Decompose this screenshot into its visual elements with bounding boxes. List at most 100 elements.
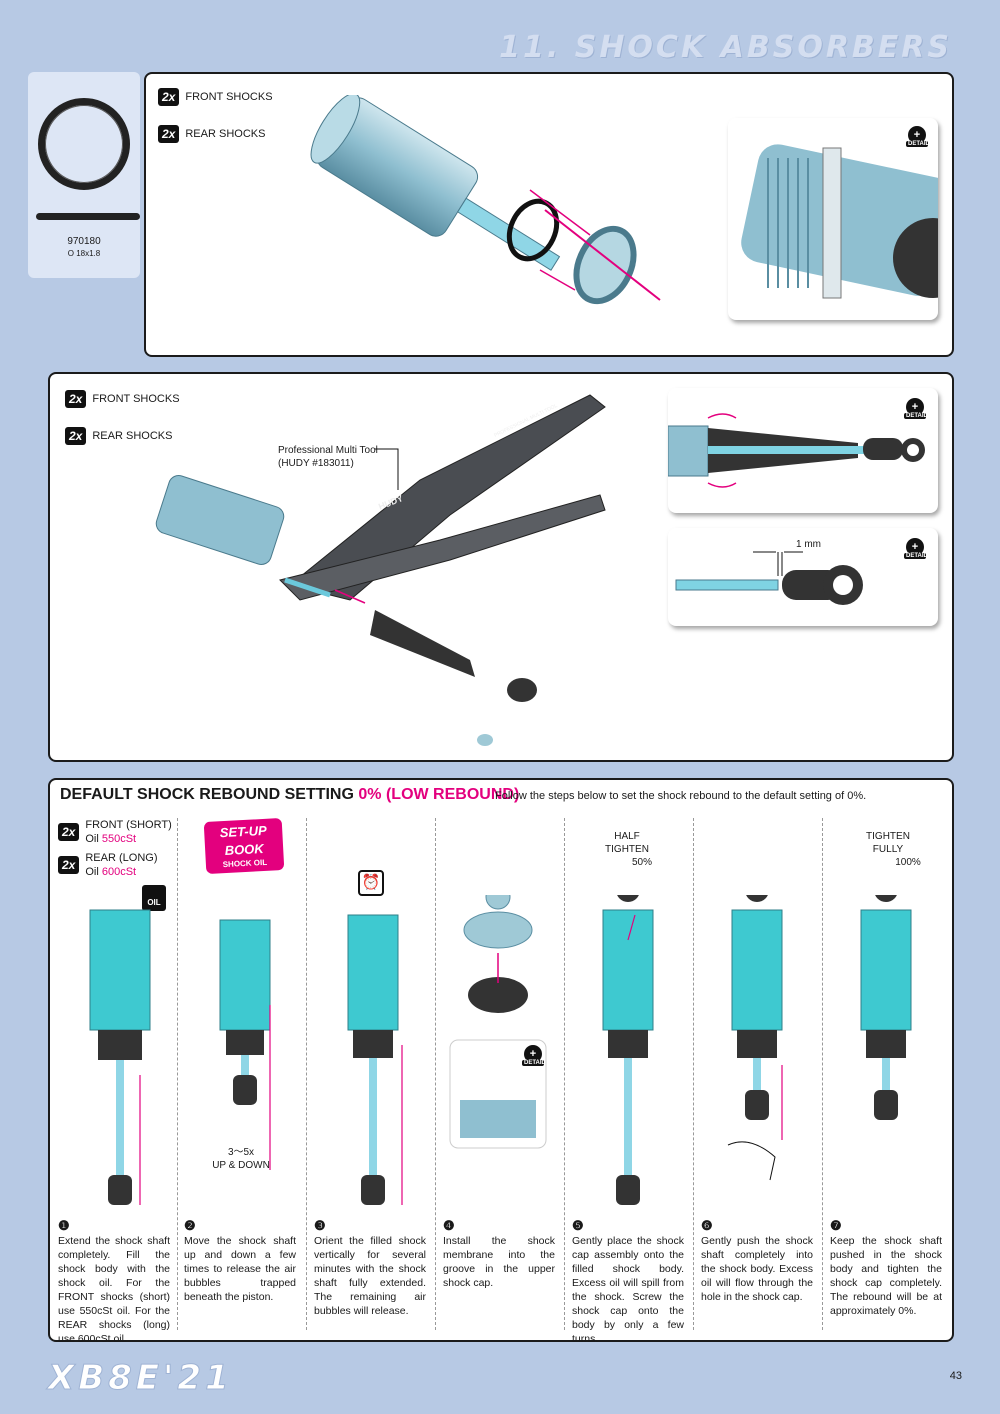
step-3: ❸ Orient the filled shock vertically for… <box>314 1218 426 1318</box>
rear-shocks-label: REAR SHOCKS <box>185 128 266 140</box>
qty-badge: 2x <box>58 823 80 841</box>
tool-name: Professional Multi Tool <box>278 445 378 456</box>
step-number: ❺ <box>572 1218 584 1233</box>
step-1: ❶ Extend the shock shaft completely. Fil… <box>58 1218 170 1346</box>
qty-badge: 2x <box>58 856 80 874</box>
tighten-fully-pct: 100% <box>895 857 921 868</box>
rebound-title-main: DEFAULT SHOCK REBOUND SETTING <box>60 786 354 803</box>
step-text: Gently place the shock cap assembly onto… <box>572 1235 684 1345</box>
step-4: ❹ Install the shock membrane into the gr… <box>443 1218 555 1290</box>
shock-step-4 <box>449 895 547 1149</box>
qty-rear-row: 2x REAR SHOCKS <box>158 125 265 143</box>
step-number: ❹ <box>443 1218 455 1233</box>
tool-callout: Professional Multi Tool (HUDY #183011) <box>278 444 378 470</box>
detail-label: DETAIL <box>906 141 930 147</box>
qty-front-row: 2x FRONT SHOCKS <box>65 390 180 408</box>
xb8e-logo: XB8E'21 <box>48 1358 233 1399</box>
shock-step-2 <box>219 919 271 1170</box>
gap-detail-illustration <box>675 551 863 605</box>
collar-detail-illustration <box>741 144 938 299</box>
step-7: ❼ Keep the shock shaft pushed in the sho… <box>830 1218 942 1318</box>
detail-icon: + DETAIL <box>522 1045 546 1066</box>
detail-label: DETAIL <box>522 1060 546 1066</box>
step-number: ❼ <box>830 1218 842 1233</box>
detail-box-boot: + DETAIL <box>668 388 938 513</box>
rebound-title-value: 0% (LOW REBOUND) <box>358 786 520 803</box>
tighten-fully-text: TIGHTEN FULLY <box>866 831 910 855</box>
half-tighten-text: HALF TIGHTEN <box>605 831 649 855</box>
magnifier-icon: + <box>524 1045 542 1063</box>
oil-icon: OIL <box>142 885 166 911</box>
step-text: Install the shock membrane into the groo… <box>443 1235 555 1289</box>
magnifier-icon: + <box>906 398 924 416</box>
shock-step-7 <box>860 895 912 1120</box>
column-divider <box>822 818 823 1330</box>
detail-label: DETAIL <box>904 553 928 559</box>
detail-label: DETAIL <box>904 413 928 419</box>
rear-long-label: REAR (LONG) <box>85 852 158 864</box>
qty-badge: 2x <box>158 88 180 106</box>
column-divider <box>693 818 694 1330</box>
oil-rear-row: 2x REAR (LONG) Oil 600cSt <box>58 851 157 879</box>
o-ring-side-image <box>36 213 140 220</box>
column-divider <box>177 818 178 1330</box>
step-2: ❷ Move the shock shaft up and down a few… <box>184 1218 296 1304</box>
step-6: ❻ Gently push the shock shaft completely… <box>701 1218 813 1304</box>
step-number: ❶ <box>58 1218 70 1233</box>
oil-prefix: Oil <box>85 866 102 878</box>
step-text: Orient the filled shock vertically for s… <box>314 1235 426 1317</box>
detail-icon: + DETAIL <box>904 398 928 419</box>
shock-step-6 <box>727 895 783 1181</box>
updown-count: 3～5x <box>227 1147 255 1158</box>
updown-label: 3～5x UP & DOWN <box>207 1146 275 1172</box>
front-shocks-label: FRONT SHOCKS <box>185 91 273 103</box>
part-number: 970180 <box>67 236 101 247</box>
step-number: ❻ <box>701 1218 713 1233</box>
setup-book-badge: SET-UP BOOK SHOCK OIL <box>203 817 285 875</box>
clock-icon: ⏰ <box>358 870 384 896</box>
half-tighten-pct: 50% <box>631 857 652 868</box>
column-divider <box>564 818 565 1330</box>
step-text: Gently push the shock shaft completely i… <box>701 1235 813 1303</box>
shock-step-3 <box>347 914 403 1205</box>
step-text: Extend the shock shaft completely. Fill … <box>58 1235 170 1345</box>
gap-label: 1 mm <box>796 539 821 550</box>
setup-book-line3: SHOCK OIL <box>222 857 268 870</box>
column-divider <box>435 818 436 1330</box>
page-title: 11. SHOCK ABSORBERS <box>499 30 952 65</box>
step-text: Keep the shock shaft pushed in the shock… <box>830 1235 942 1317</box>
rebound-steps-illustration <box>89 895 912 1205</box>
setup-book-line1: SET-UP <box>219 822 268 841</box>
boot-detail-illustration <box>668 413 925 488</box>
step-number: ❸ <box>314 1218 326 1233</box>
qty-badge: 2x <box>158 125 180 143</box>
shock-collar-illustration <box>310 95 661 305</box>
updown-text: UP & DOWN <box>212 1160 270 1171</box>
column-divider <box>306 818 307 1330</box>
qty-badge: 2x <box>65 427 87 445</box>
front-oil-value: 550cSt <box>101 833 137 845</box>
rebound-title: DEFAULT SHOCK REBOUND SETTING 0% (LOW RE… <box>60 786 519 804</box>
step-text: Move the shock shaft up and down a few t… <box>184 1235 296 1303</box>
tool-ref: (HUDY #183011) <box>278 458 354 469</box>
o-ring-image <box>38 98 130 190</box>
oil-front-row: 2x FRONT (SHORT) Oil 550cSt <box>58 818 172 846</box>
multi-tool-illustration: HUDY PROFESSIONAL MULTI TOOL <box>155 394 606 746</box>
shock-step-5 <box>602 895 654 1205</box>
qty-rear-row: 2x REAR SHOCKS <box>65 427 172 445</box>
detail-icon: + DETAIL <box>904 538 928 559</box>
step-5: ❺ Gently place the shock cap assembly on… <box>572 1218 684 1346</box>
detail-box-collar: + DETAIL <box>728 118 938 320</box>
qty-badge: 2x <box>65 390 87 408</box>
rebound-note: Follow the steps below to set the shock … <box>495 790 867 802</box>
detail-box-gap: 1 mm + DETAIL <box>668 528 938 626</box>
page-number: 43 <box>949 1370 962 1382</box>
front-short-label: FRONT (SHORT) <box>85 819 172 831</box>
detail-icon: + DETAIL <box>906 126 930 147</box>
tighten-fully-label: TIGHTEN FULLY 100% <box>850 830 926 869</box>
oil-prefix: Oil <box>85 833 102 845</box>
half-tighten-label: HALF TIGHTEN 50% <box>592 830 662 869</box>
magnifier-icon: + <box>908 126 926 144</box>
setup-book-line2: BOOK <box>224 840 265 859</box>
front-shocks-label: FRONT SHOCKS <box>92 393 180 405</box>
